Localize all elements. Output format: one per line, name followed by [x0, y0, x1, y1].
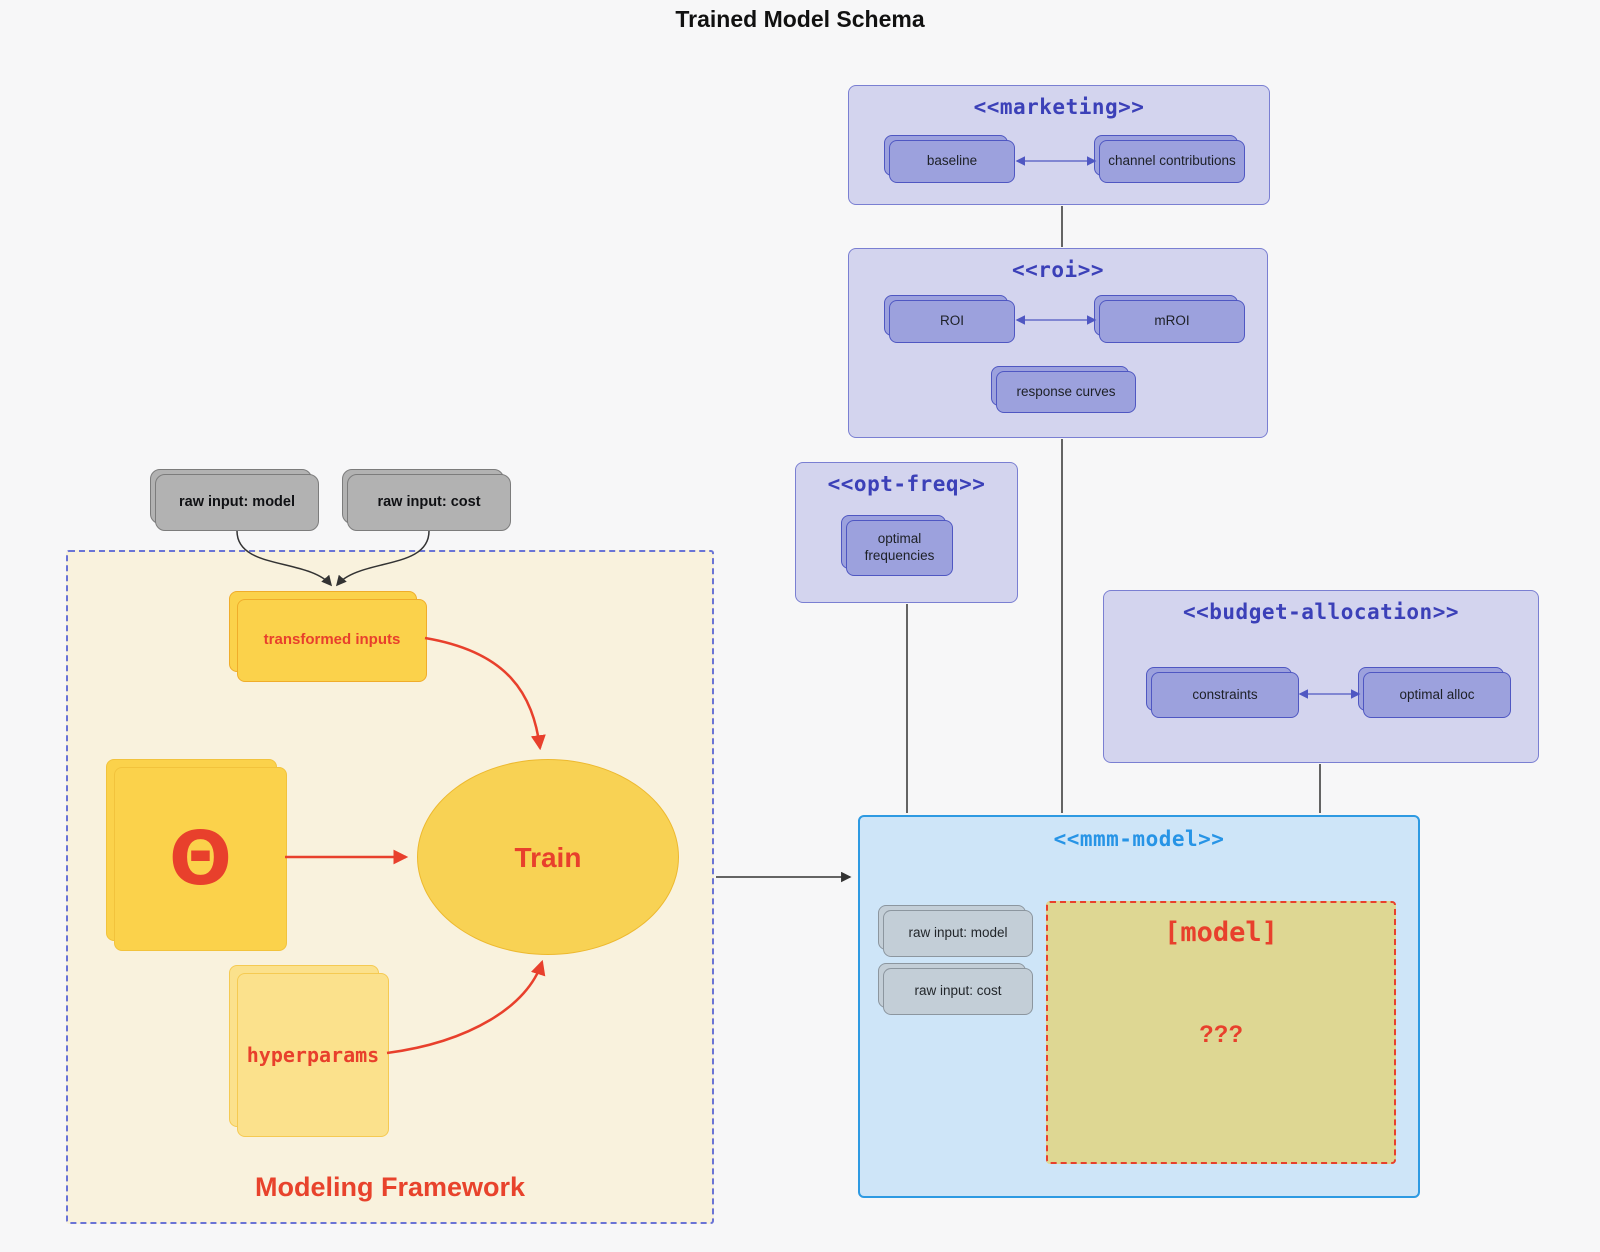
node-raw-input-model: raw input: model — [150, 469, 319, 531]
node-optimal-frequencies: optimal frequencies — [841, 515, 953, 576]
node-optimal-alloc: optimal alloc — [1358, 667, 1511, 718]
model-box-title: [model] — [1164, 917, 1278, 948]
roi-container: <<roi>> ROI mROI response curves — [848, 248, 1268, 438]
node-constraints: constraints — [1146, 667, 1299, 718]
modeling-framework-container: transformed inputs Θ Train hyperparams M… — [66, 550, 714, 1224]
budget-allocation-stereotype: <<budget-allocation>> — [1182, 600, 1459, 624]
opt-freq-container: <<opt-freq>> optimal frequencies — [795, 462, 1018, 603]
mmm-model-container: <<mmm-model>> raw input: model raw input… — [858, 815, 1420, 1198]
model-placeholder-box: [model] ??? — [1046, 901, 1396, 1164]
node-hyperparams: hyperparams — [229, 965, 389, 1137]
node-response-curves: response curves — [991, 366, 1136, 413]
marketing-container: <<marketing>> baseline channel contribut… — [848, 85, 1270, 205]
node-mroi: mROI — [1094, 295, 1245, 343]
diagram-title: Trained Model Schema — [675, 6, 925, 32]
node-train: Train — [417, 759, 679, 955]
node-transformed-inputs: transformed inputs — [229, 591, 427, 682]
roi-stereotype: <<roi>> — [1011, 258, 1104, 282]
node-baseline: baseline — [884, 135, 1015, 183]
opt-freq-stereotype: <<opt-freq>> — [827, 472, 986, 496]
mmm-model-stereotype: <<mmm-model>> — [1053, 827, 1225, 851]
marketing-stereotype: <<marketing>> — [973, 95, 1145, 119]
node-roi: ROI — [884, 295, 1015, 343]
node-raw-input-cost: raw input: cost — [342, 469, 511, 531]
node-mmm-raw-input-cost: raw input: cost — [878, 963, 1033, 1015]
node-mmm-raw-input-model: raw input: model — [878, 905, 1033, 957]
node-theta: Θ — [106, 759, 287, 951]
budget-allocation-container: <<budget-allocation>> constraints optima… — [1103, 590, 1539, 763]
modeling-framework-label: Modeling Framework — [254, 1172, 526, 1202]
model-box-unknown: ??? — [1199, 1021, 1243, 1048]
node-channel-contributions: channel contributions — [1094, 135, 1245, 183]
